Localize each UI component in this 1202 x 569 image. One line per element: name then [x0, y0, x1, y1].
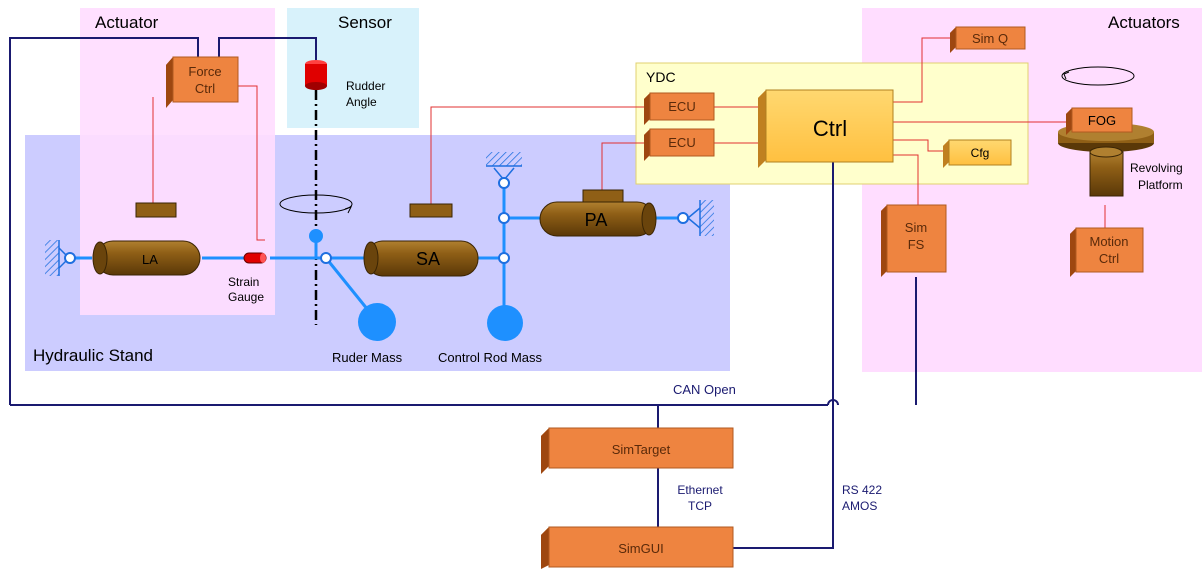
sim-fs-label-2: FS: [908, 237, 925, 252]
cylinder-pa: PA: [539, 189, 657, 237]
hydraulic-stand-title: Hydraulic Stand: [33, 346, 153, 365]
revolving-platform-label-2: Platform: [1138, 178, 1183, 192]
motion-ctrl-label-2: Ctrl: [1099, 251, 1119, 266]
cylinder-sa: SA: [363, 203, 479, 277]
sensor-title: Sensor: [338, 13, 392, 32]
can-bus-lines: [9, 37, 917, 549]
cylinder-la: LA: [92, 202, 201, 276]
rotation-indicator-icon-2: [1061, 66, 1135, 86]
cfg-box: Cfg: [943, 139, 1012, 168]
pa-label: PA: [585, 210, 608, 230]
sim-q-box: Sim Q: [950, 26, 1026, 53]
sim-gui-box: SimGUI: [541, 526, 734, 569]
amos-label: AMOS: [842, 499, 877, 513]
joints: [64, 177, 689, 264]
sim-target-box: SimTarget: [541, 427, 734, 474]
rudder-angle-sensor: Rudder Angle: [305, 60, 385, 109]
ecu-2-label: ECU: [668, 135, 695, 150]
strain-gauge: Strain Gauge: [228, 252, 267, 304]
rs422-label: RS 422: [842, 483, 882, 497]
control-rod-mass-label: Control Rod Mass: [438, 350, 543, 365]
fog-label: FOG: [1088, 113, 1116, 128]
rudder-angle-label-2: Angle: [346, 95, 377, 109]
signal-lines: [152, 37, 1106, 241]
sim-fs-label-1: Sim: [905, 220, 927, 235]
rudder-angle-label-1: Rudder: [346, 79, 385, 93]
actuators-title: Actuators: [1108, 13, 1180, 32]
sa-label: SA: [416, 249, 440, 269]
can-open-label: CAN Open: [673, 382, 736, 397]
strain-gauge-label-2: Gauge: [228, 290, 264, 304]
sim-q-label: Sim Q: [972, 31, 1008, 46]
tcp-label: TCP: [688, 499, 712, 513]
cfg-label: Cfg: [971, 146, 990, 160]
ruder-mass: [358, 303, 396, 341]
motion-ctrl-box: Motion Ctrl: [1070, 227, 1144, 277]
revolving-platform-label-1: Revolving: [1130, 161, 1183, 175]
ecu-1-label: ECU: [668, 99, 695, 114]
mechanical-linkage: [75, 183, 678, 318]
rudder-joint: [309, 229, 323, 243]
strain-gauge-label-1: Strain: [228, 275, 259, 289]
force-ctrl-box: Force Ctrl: [166, 56, 239, 108]
ydc-title: YDC: [646, 69, 676, 85]
sim-gui-label: SimGUI: [618, 541, 664, 556]
ruder-mass-label: Ruder Mass: [332, 350, 403, 365]
actuator-title: Actuator: [95, 13, 159, 32]
ctrl-label: Ctrl: [813, 116, 847, 141]
control-rod-mass: [487, 305, 523, 341]
rotation-indicator-icon: [279, 194, 353, 214]
motion-ctrl-label-1: Motion: [1089, 234, 1128, 249]
force-ctrl-label-1: Force: [188, 64, 221, 79]
la-label: LA: [142, 252, 158, 267]
ground-support-right: [687, 200, 714, 236]
sim-fs-box: Sim FS: [881, 204, 947, 277]
ecu-box-2: ECU: [644, 128, 715, 161]
sim-target-label: SimTarget: [612, 442, 671, 457]
ecu-box-1: ECU: [644, 92, 715, 125]
force-ctrl-label-2: Ctrl: [195, 81, 215, 96]
ctrl-box: Ctrl: [758, 89, 894, 168]
fog-box: FOG: [1066, 107, 1133, 135]
ethernet-label: Ethernet: [677, 483, 723, 497]
